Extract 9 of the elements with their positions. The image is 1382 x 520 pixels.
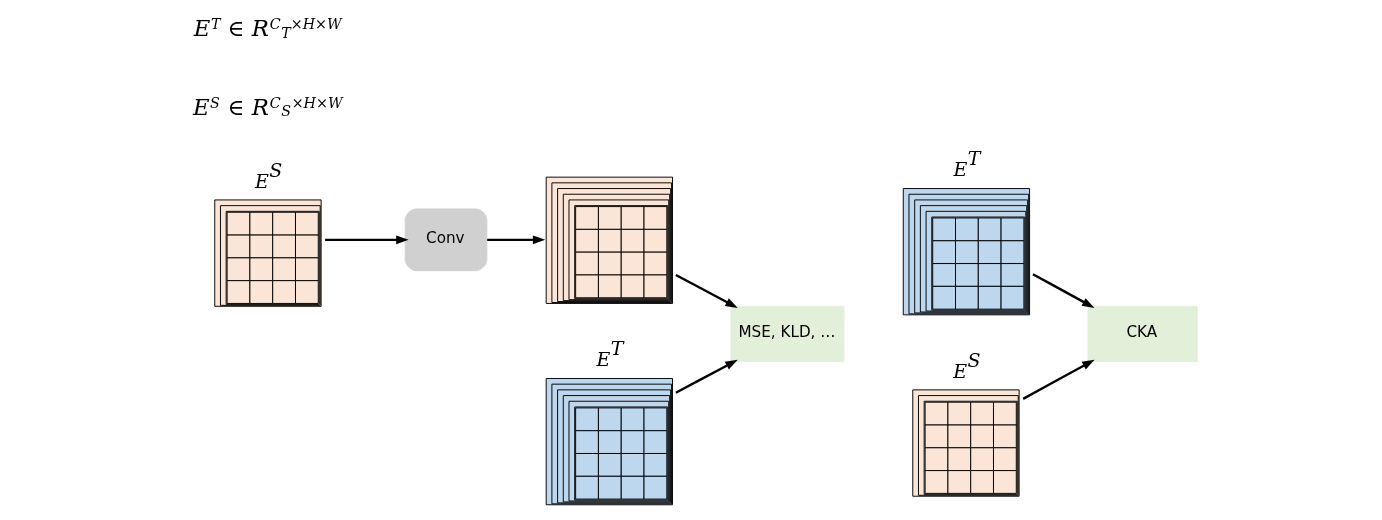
node-box: CKA	[1087, 305, 1198, 362]
arrow	[674, 359, 738, 394]
node-box: MSE, KLD, …	[729, 305, 844, 362]
arrow	[1031, 273, 1094, 308]
arrow	[674, 273, 738, 308]
arrow	[1022, 359, 1095, 400]
arrow	[486, 235, 545, 245]
node-box: Conv	[404, 208, 487, 272]
arrow	[324, 235, 409, 245]
